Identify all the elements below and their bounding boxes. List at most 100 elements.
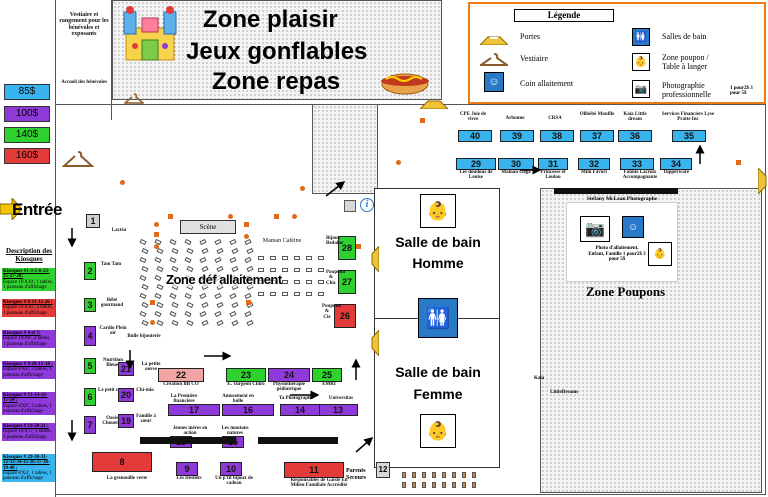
booth-30-label: Maman Gaga — [501, 170, 531, 175]
booth-20: 20 — [118, 388, 134, 402]
description-title: Description des Kiosques — [5, 247, 53, 263]
booth-29: 29 — [456, 158, 496, 170]
camera-icon: 📷 — [632, 80, 650, 98]
description-item-text: Espace 8'X4', 1 tables, 1 panneau d'affi… — [3, 470, 52, 481]
booth-28-label: Bijoux Bedaine — [326, 236, 344, 247]
marker — [150, 320, 155, 325]
chair — [318, 256, 324, 260]
salle-homme-line2: Homme — [412, 255, 464, 271]
chair — [270, 292, 276, 296]
marker — [420, 118, 425, 123]
booth-40-label: CPE Joie de vivre — [459, 112, 487, 123]
description-item-title: Kiosques #1-3-5-6-23-25-27-28: — [3, 269, 50, 280]
marker — [274, 214, 279, 219]
entree-arrow — [0, 196, 23, 222]
booth-16: 16 — [222, 404, 274, 416]
legend-vestiaire: Vestiaire — [520, 54, 548, 63]
chair — [306, 268, 312, 272]
booth-29-label: Les doudous de Louise — [459, 170, 493, 181]
chair — [270, 268, 276, 272]
chair — [306, 256, 312, 260]
marker — [168, 214, 173, 219]
bottom-seat — [442, 472, 446, 478]
zone-plaisir-title: Zone plaisir — [203, 6, 338, 33]
booth-10: 10 — [220, 462, 242, 476]
booth-1-label: Lactéa — [111, 228, 127, 233]
chair — [258, 268, 264, 272]
booth-25-label: EMRI — [322, 382, 336, 387]
booth-27-label: Pouponn & Chic — [326, 270, 346, 286]
bottom-seat — [432, 472, 436, 478]
price-swatch-85: 85$ — [4, 84, 50, 100]
baby-change-icon-femme: 👶 — [420, 414, 456, 448]
booth-24-label: Physiothérapie pédiatrique — [273, 382, 305, 393]
bottom-seat — [402, 482, 406, 488]
booth-8: 8 — [92, 452, 152, 472]
chair — [294, 268, 300, 272]
bottom-seat — [422, 472, 426, 478]
marker — [292, 214, 297, 219]
booth-4-label: Cardio Plein air — [99, 326, 127, 337]
vestiaire-icon — [477, 53, 511, 67]
salle-homme-line1: Salle de bain — [395, 234, 481, 250]
bottom-seat — [412, 472, 416, 478]
legend-photographie: Photographie professionnelle — [662, 81, 711, 99]
booth-18-label: Jeunes mères en action — [172, 426, 208, 437]
black-table-1 — [140, 437, 236, 444]
booth-38: 38 — [540, 130, 574, 142]
booth-19: 19 — [118, 414, 134, 428]
booth-28: 28 — [338, 236, 356, 260]
bulle-bijouterie-label: Bulle bijouterie — [127, 334, 161, 339]
bottom-seat — [452, 482, 456, 488]
booth-2-label: Tam Tam — [100, 262, 122, 267]
legend-box — [468, 2, 766, 104]
bottom-seat — [462, 482, 466, 488]
marker — [228, 214, 233, 219]
maman-cafeine-label: Maman Caféine — [262, 238, 302, 244]
booth-22: 22 — [158, 368, 204, 382]
camera-icon-booth: 📷 — [580, 216, 610, 242]
booth-5: 5 — [84, 358, 96, 374]
jeux-gonflables-title: Jeux gonflables — [186, 38, 368, 65]
bottom-seat — [412, 482, 416, 488]
booth-34: 34 — [660, 158, 692, 170]
description-item-title: Kiosques # 29-30-31-32-33-34-35-36-37-38… — [3, 455, 50, 471]
booth-31: 31 — [538, 158, 568, 170]
bouncy-castle-image — [120, 6, 180, 64]
zone-allaitement-label: Zone déf allaitement — [166, 272, 282, 287]
bottom-seat — [462, 472, 466, 478]
salle-femme-line1: Salle de bain — [395, 364, 481, 380]
chair — [282, 280, 288, 284]
entree-label: Entrée — [12, 200, 62, 219]
legend-coin-allaitement: Coin allaitement — [520, 79, 574, 88]
marker — [154, 244, 159, 249]
booth-8-label: La grenouille verte — [106, 476, 148, 481]
legend-title: Légende — [514, 9, 614, 22]
hatched-corner — [312, 104, 378, 194]
marker — [150, 300, 155, 305]
booth-23-label: E. Turgeon Chiro — [227, 382, 265, 387]
booth-33-label: Fannie Lacroix Accompagnante — [622, 170, 658, 181]
photo-black-bar — [554, 188, 678, 194]
booth-1: 1 — [86, 214, 100, 228]
vestiaire-note: Vestiaire et rangement pour les bénévole… — [59, 12, 109, 37]
bottom-seat — [422, 482, 426, 488]
description-item-text: Espace 10'X10', 1 tables, 1 panneau d'af… — [3, 279, 53, 290]
bottom-seat — [402, 472, 406, 478]
booth-5-label: Nutrition Bleuet — [103, 358, 123, 369]
description-item-title: Kiosques # 8-11-12-26 : — [3, 300, 53, 305]
booth-6: 6 — [84, 388, 96, 406]
price-swatch-160: 160$ — [4, 148, 50, 164]
marker — [736, 160, 741, 165]
booth-30: 30 — [498, 158, 534, 170]
booth-7: 7 — [84, 416, 96, 434]
description-item: Kiosques # 19-20-21 :Espace 10'X 5', 1 t… — [2, 423, 55, 441]
chair — [294, 280, 300, 284]
marker — [300, 186, 305, 191]
booth-19-label: Famille à cœur — [136, 414, 156, 425]
booth-39: 39 — [500, 130, 534, 142]
booth-38-label: CRSA — [548, 116, 562, 121]
booth-10-label: Un p'tit bijoux de cadeau — [215, 476, 253, 487]
photo-booth-title: Stéfany McLean Photographe — [586, 196, 658, 202]
booth-3-label: Bébé gourmand — [100, 298, 124, 309]
